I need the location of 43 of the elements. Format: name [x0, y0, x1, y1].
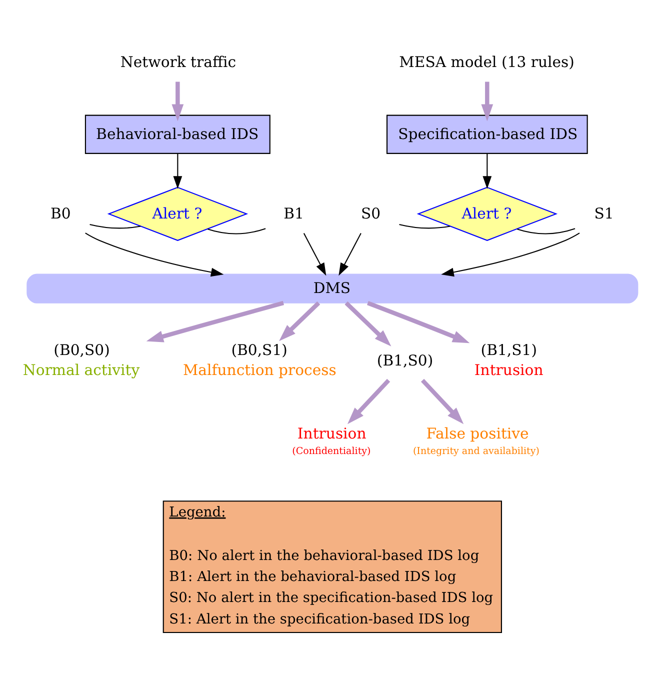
- node-text: False positive (Integrity and availability): [412, 425, 540, 458]
- node-text: S1: [594, 205, 614, 222]
- arrow: [338, 233, 362, 276]
- arrow: [420, 378, 464, 424]
- arrow: [303, 233, 326, 276]
- node-label: Normal activity: [22, 362, 140, 380]
- arrow: [481, 82, 494, 122]
- node-diamond: Alert ?: [416, 186, 558, 241]
- node-text: (B0,S0): [54, 342, 110, 360]
- node-text: (B1,S1): [480, 342, 538, 360]
- node-box: DMS: [26, 274, 638, 304]
- node-text: MESA model (13 rules): [399, 54, 574, 71]
- node-text: (B1,S0): [376, 352, 434, 370]
- arrow: [146, 300, 284, 342]
- node-text: S0: [361, 205, 381, 222]
- node-diamond: Alert ?: [107, 186, 248, 241]
- arrow: [347, 378, 390, 424]
- node-box: Specification-based IDS: [386, 114, 588, 154]
- node-text: (B0,S1): [231, 342, 288, 360]
- arrow: [482, 154, 492, 189]
- node-label: Intrusion: [474, 362, 544, 380]
- label: B0: No alert in the behavioral-based IDS log: [169, 548, 480, 564]
- connector: [208, 228, 266, 234]
- label: S1: Alert in the specification-based IDS log: [169, 611, 470, 628]
- arrow: [85, 232, 224, 277]
- arrow: [172, 82, 184, 122]
- arrow: [173, 154, 182, 189]
- label: B1: Alert in the behavioral-based IDS log: [169, 569, 456, 586]
- arrow: [441, 232, 580, 277]
- node-text: B0: [50, 205, 71, 222]
- label: Legend:: [169, 504, 226, 520]
- arrow: [344, 301, 392, 346]
- connector: [399, 224, 450, 229]
- node-box: Behavioral-based IDS: [84, 114, 270, 154]
- node-text: Network traffic: [120, 54, 236, 71]
- node-text: B1: [284, 205, 304, 222]
- connector: [90, 224, 141, 229]
- node-text: Intrusion (Confidentiality): [292, 425, 371, 458]
- arrow: [279, 301, 320, 342]
- arrow: [366, 301, 470, 344]
- connector: [517, 228, 576, 234]
- node-label: Malfunction process: [182, 362, 336, 380]
- label: S0: No alert in the specification-based IDS log: [169, 590, 494, 606]
